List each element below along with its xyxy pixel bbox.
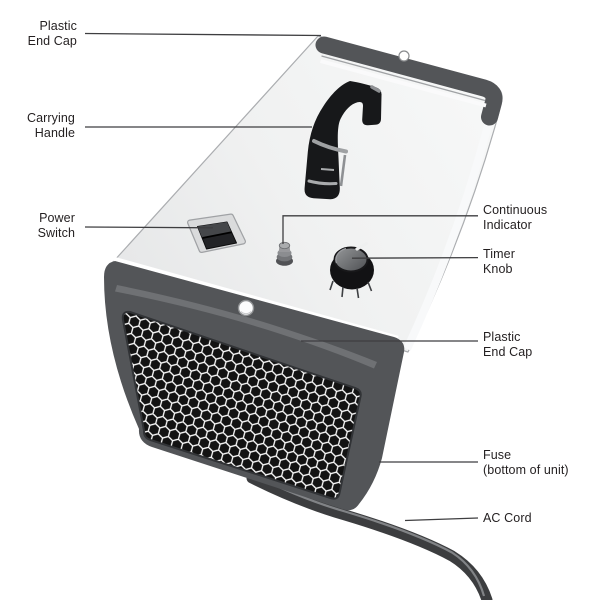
front-screw <box>237 299 255 317</box>
label-line: Indicator <box>483 217 532 232</box>
callout-line-plastic-end-cap-top <box>84 32 322 37</box>
callout-line-ac-cord <box>404 517 479 522</box>
label-power-switch: Power Switch <box>38 211 75 240</box>
label-line: End Cap <box>483 344 533 359</box>
label-plastic-end-cap-top: Plastic End Cap <box>28 19 77 48</box>
grille-mesh <box>121 310 362 500</box>
label-line: End Cap <box>27 33 77 48</box>
label-plastic-end-cap-right: Plastic End Cap <box>483 330 532 359</box>
label-line: Carrying <box>26 111 75 125</box>
carrying-handle <box>304 81 382 200</box>
callout-line-power-switch <box>84 226 214 229</box>
label-carrying-handle: Carrying Handle <box>27 111 75 140</box>
label-fuse: Fuse (bottom of unit) <box>483 448 569 477</box>
label-line: Switch <box>37 225 75 240</box>
callout-line-continuous-indicator <box>282 215 478 244</box>
label-line: Timer <box>483 247 515 261</box>
label-line: Handle <box>34 125 75 140</box>
label-timer-knob: Timer Knob <box>483 247 515 276</box>
label-line: Plastic <box>483 330 521 344</box>
continuous-indicator-light <box>276 241 293 266</box>
label-line: Plastic <box>39 19 77 33</box>
label-line: (bottom of unit) <box>483 462 569 477</box>
label-line: Power <box>39 211 75 225</box>
ac-cord <box>246 472 493 600</box>
label-line: Fuse <box>483 448 512 462</box>
callout-line-timer-knob <box>351 256 479 259</box>
timer-knob <box>329 241 374 299</box>
label-line: Continuous <box>483 203 548 217</box>
top-end-cap <box>315 36 503 126</box>
label-continuous-indicator: Continuous Indicator <box>483 203 547 232</box>
label-ac-cord: AC Cord <box>483 511 532 526</box>
label-line: Knob <box>483 261 513 276</box>
front-accent-stripe <box>115 285 377 369</box>
label-line: AC Cord <box>483 511 532 525</box>
power-switch <box>187 213 246 253</box>
top-end-cap-screw <box>398 50 410 62</box>
callout-lines <box>84 32 479 522</box>
